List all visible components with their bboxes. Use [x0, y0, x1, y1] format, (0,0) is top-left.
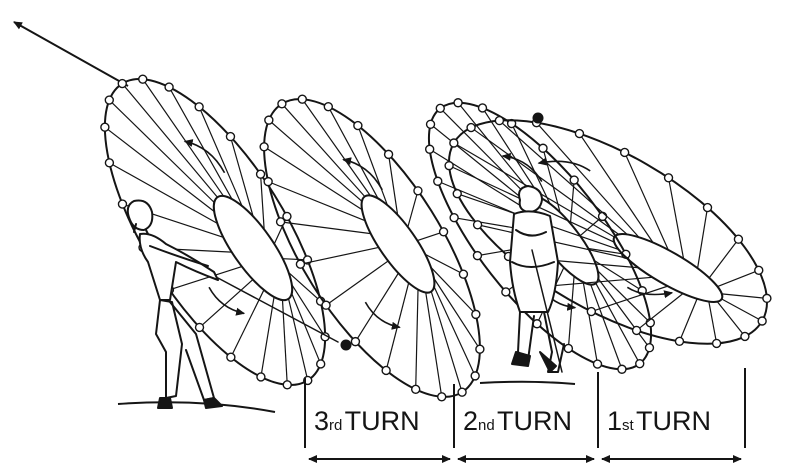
ground-line-2: [480, 382, 575, 384]
rotation-arrow-icon: [365, 302, 399, 327]
highlight-dot: [533, 113, 544, 124]
turn-label-third: 3rd TURN: [314, 404, 420, 443]
rotation-arrow-icon: [627, 287, 672, 294]
golfer-figure-2: [510, 186, 564, 372]
highlight-dot: [341, 340, 352, 351]
rotation-loop-2: [223, 67, 522, 430]
rotation-loop-1: [63, 46, 367, 417]
turn-label-second: 2nd TURN: [463, 404, 572, 443]
rotation-loop-4: [415, 75, 790, 388]
rotation-arrow-icon: [209, 287, 244, 313]
turn-label-first: 1st TURN: [607, 404, 711, 443]
direction-arrow-icon: [14, 22, 128, 86]
ground-line: [118, 402, 275, 412]
